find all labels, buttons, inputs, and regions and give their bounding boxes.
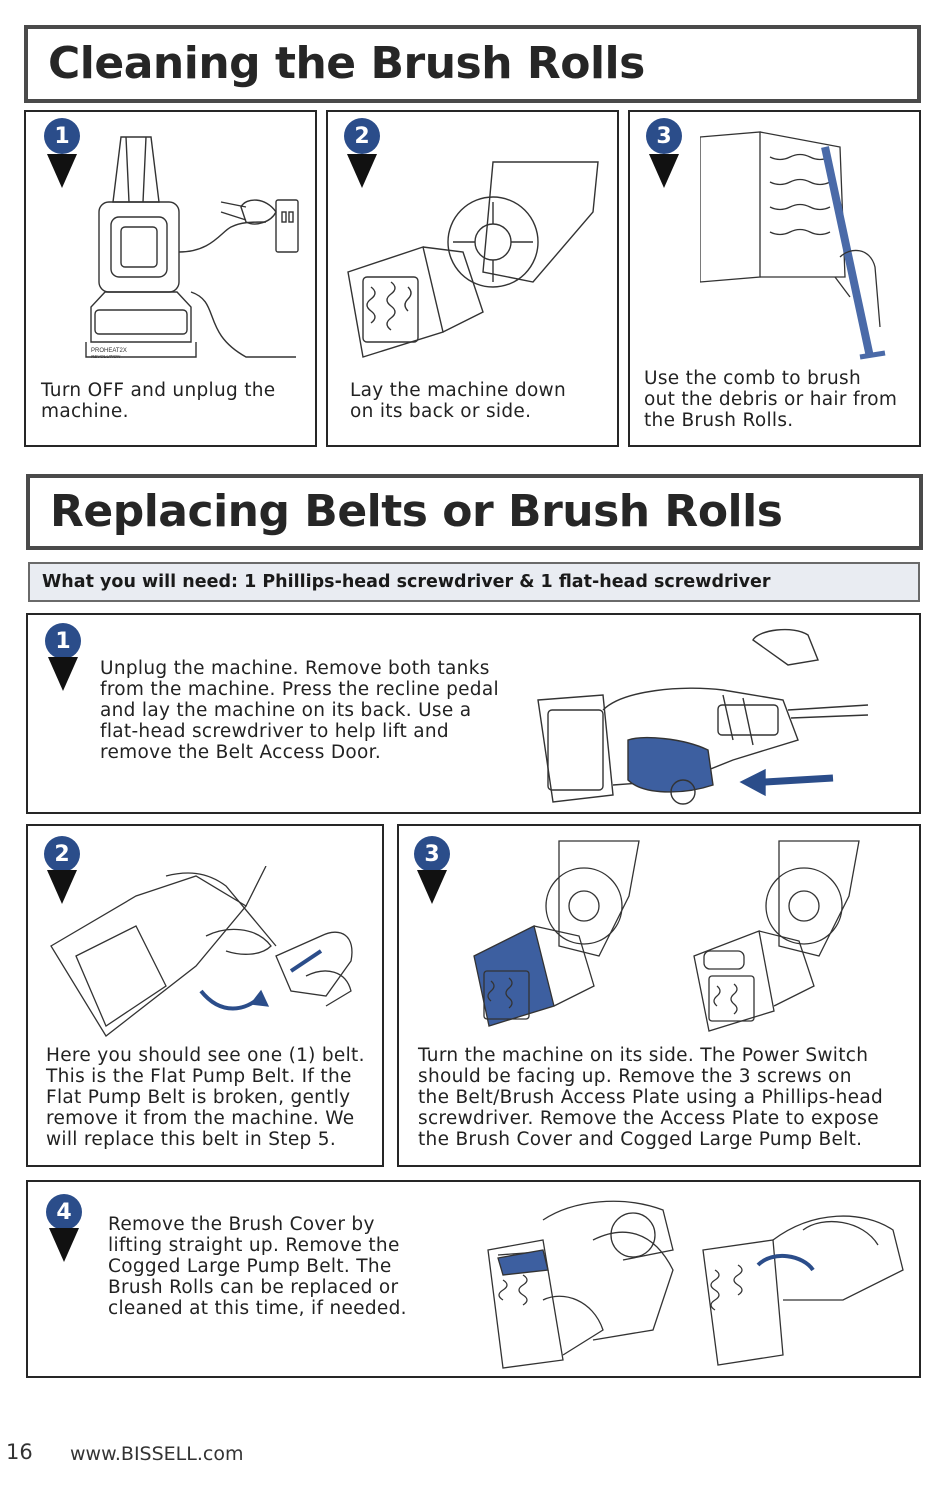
step-arrow-icon bbox=[649, 154, 679, 188]
tools-needed-text: What you will need: 1 Phillips-head scre… bbox=[42, 572, 771, 592]
step-number-badge: 3 bbox=[646, 118, 682, 154]
section-title-replacing: Replacing Belts or Brush Rolls bbox=[26, 474, 923, 550]
step-arrow-icon bbox=[347, 154, 377, 188]
replacing-step-2-text: Here you should see one (1) belt. This i… bbox=[46, 1045, 365, 1150]
step-arrow-icon bbox=[417, 870, 447, 904]
step-arrow-icon bbox=[47, 870, 77, 904]
step-number-badge: 1 bbox=[44, 118, 80, 154]
step-arrow-icon bbox=[47, 154, 77, 188]
page-number: 16 bbox=[6, 1440, 33, 1464]
cleaning-step-3-panel: 3 Use the comb to brush out the debris o… bbox=[628, 110, 921, 447]
belt-access-door-illustration bbox=[533, 620, 913, 808]
unplug-machine-illustration: PROHEAT2X REVOLUTION bbox=[81, 132, 301, 362]
cleaning-step-1-panel: 1 PROHEAT2X REVOLUTION Turn OFF and unpl… bbox=[24, 110, 317, 447]
step-arrow-icon bbox=[49, 1228, 79, 1262]
step-number-badge: 1 bbox=[45, 623, 81, 659]
machine-on-back-illustration bbox=[343, 152, 608, 362]
comb-brush-illustration bbox=[700, 127, 900, 367]
step-number-badge: 4 bbox=[46, 1194, 82, 1230]
replacing-step-1-panel: 1 Unplug the machine. Remove both tanks … bbox=[26, 613, 921, 814]
replacing-step-4-text: Remove the Brush Cover by lifting straig… bbox=[108, 1214, 407, 1319]
cleaning-step-2-panel: 2 Lay the machine down on its back or si… bbox=[326, 110, 619, 447]
flat-pump-belt-illustration bbox=[46, 866, 376, 1041]
machine-model-label: REVOLUTION bbox=[91, 354, 121, 359]
footer-url: www.BISSELL.com bbox=[70, 1443, 244, 1465]
replacing-step-4-panel: 4 Remove the Brush Cover by lifting stra… bbox=[26, 1180, 921, 1378]
brush-cover-removal-illustration bbox=[483, 1190, 913, 1372]
step-number-badge: 3 bbox=[414, 836, 450, 872]
step-number-badge: 2 bbox=[44, 836, 80, 872]
tools-needed-bar: What you will need: 1 Phillips-head scre… bbox=[28, 562, 920, 602]
section-title-text: Cleaning the Brush Rolls bbox=[48, 38, 645, 89]
access-plate-illustration bbox=[469, 836, 909, 1036]
replacing-step-3-panel: 3 Turn the machine on its side. The Powe… bbox=[397, 824, 921, 1167]
replacing-step-3-text: Turn the machine on its side. The Power … bbox=[418, 1045, 884, 1150]
machine-brand-label: PROHEAT2X bbox=[91, 348, 127, 354]
step-number-badge: 2 bbox=[344, 118, 380, 154]
replacing-step-2-panel: 2 Here you should see one (1) belt. This… bbox=[26, 824, 384, 1167]
cleaning-step-1-text: Turn OFF and unplug the machine. bbox=[41, 380, 276, 422]
section-title-text: Replacing Belts or Brush Rolls bbox=[50, 486, 783, 537]
replacing-step-1-text: Unplug the machine. Remove both tanks fr… bbox=[100, 658, 499, 763]
cleaning-step-3-text: Use the comb to brush out the debris or … bbox=[644, 368, 898, 431]
cleaning-step-2-text: Lay the machine down on its back or side… bbox=[350, 380, 567, 422]
step-arrow-icon bbox=[48, 657, 78, 691]
section-title-cleaning: Cleaning the Brush Rolls bbox=[24, 25, 921, 103]
